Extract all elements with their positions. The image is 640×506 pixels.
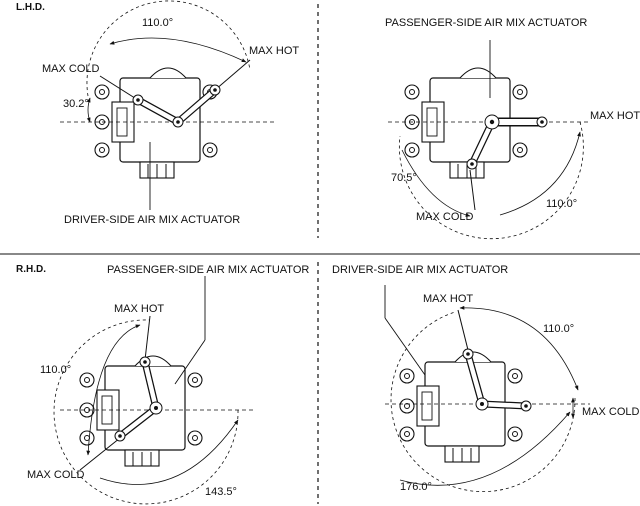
section-label-rhd: R.H.D. [16,264,46,275]
rhd-passenger-max-hot-label: MAX HOT [114,303,165,315]
rhd-driver-max-hot-label: MAX HOT [423,293,474,305]
rhd-driver-actuator-title: DRIVER-SIDE AIR MIX ACTUATOR [332,264,509,276]
rhd-passenger-angle-left: 110.0° [40,364,72,376]
lhd-driver-angle-left: 30.2° [63,98,89,110]
lhd-passenger-angle-bottom: 110.0° [546,198,578,210]
rhd-passenger-angle-bottom: 143.5° [205,486,237,498]
rhd-driver-max-cold-label: MAX COLD [582,406,640,418]
lhd-passenger-actuator-title: PASSENGER-SIDE AIR MIX ACTUATOR [385,17,588,29]
lhd-passenger-max-cold-label: MAX COLD [416,211,474,223]
lhd-driver-angle-top: 110.0° [142,17,174,29]
rhd-driver-angle-top: 110.0° [543,323,575,335]
lhd-driver-max-hot-label: MAX HOT [249,45,300,57]
rhd-passenger-actuator-title: PASSENGER-SIDE AIR MIX ACTUATOR [107,264,310,276]
lhd-driver-max-cold-label: MAX COLD [42,63,100,75]
lhd-driver-actuator-title: DRIVER-SIDE AIR MIX ACTUATOR [64,214,241,226]
lhd-passenger-angle-left: 70.5° [391,172,417,184]
lhd-passenger-max-hot-label: MAX HOT [590,110,640,122]
rhd-driver-angle-bottom: 176.0° [400,481,432,493]
rhd-passenger-max-cold-label: MAX COLD [27,469,85,481]
section-label-lhd: L.H.D. [16,2,45,13]
